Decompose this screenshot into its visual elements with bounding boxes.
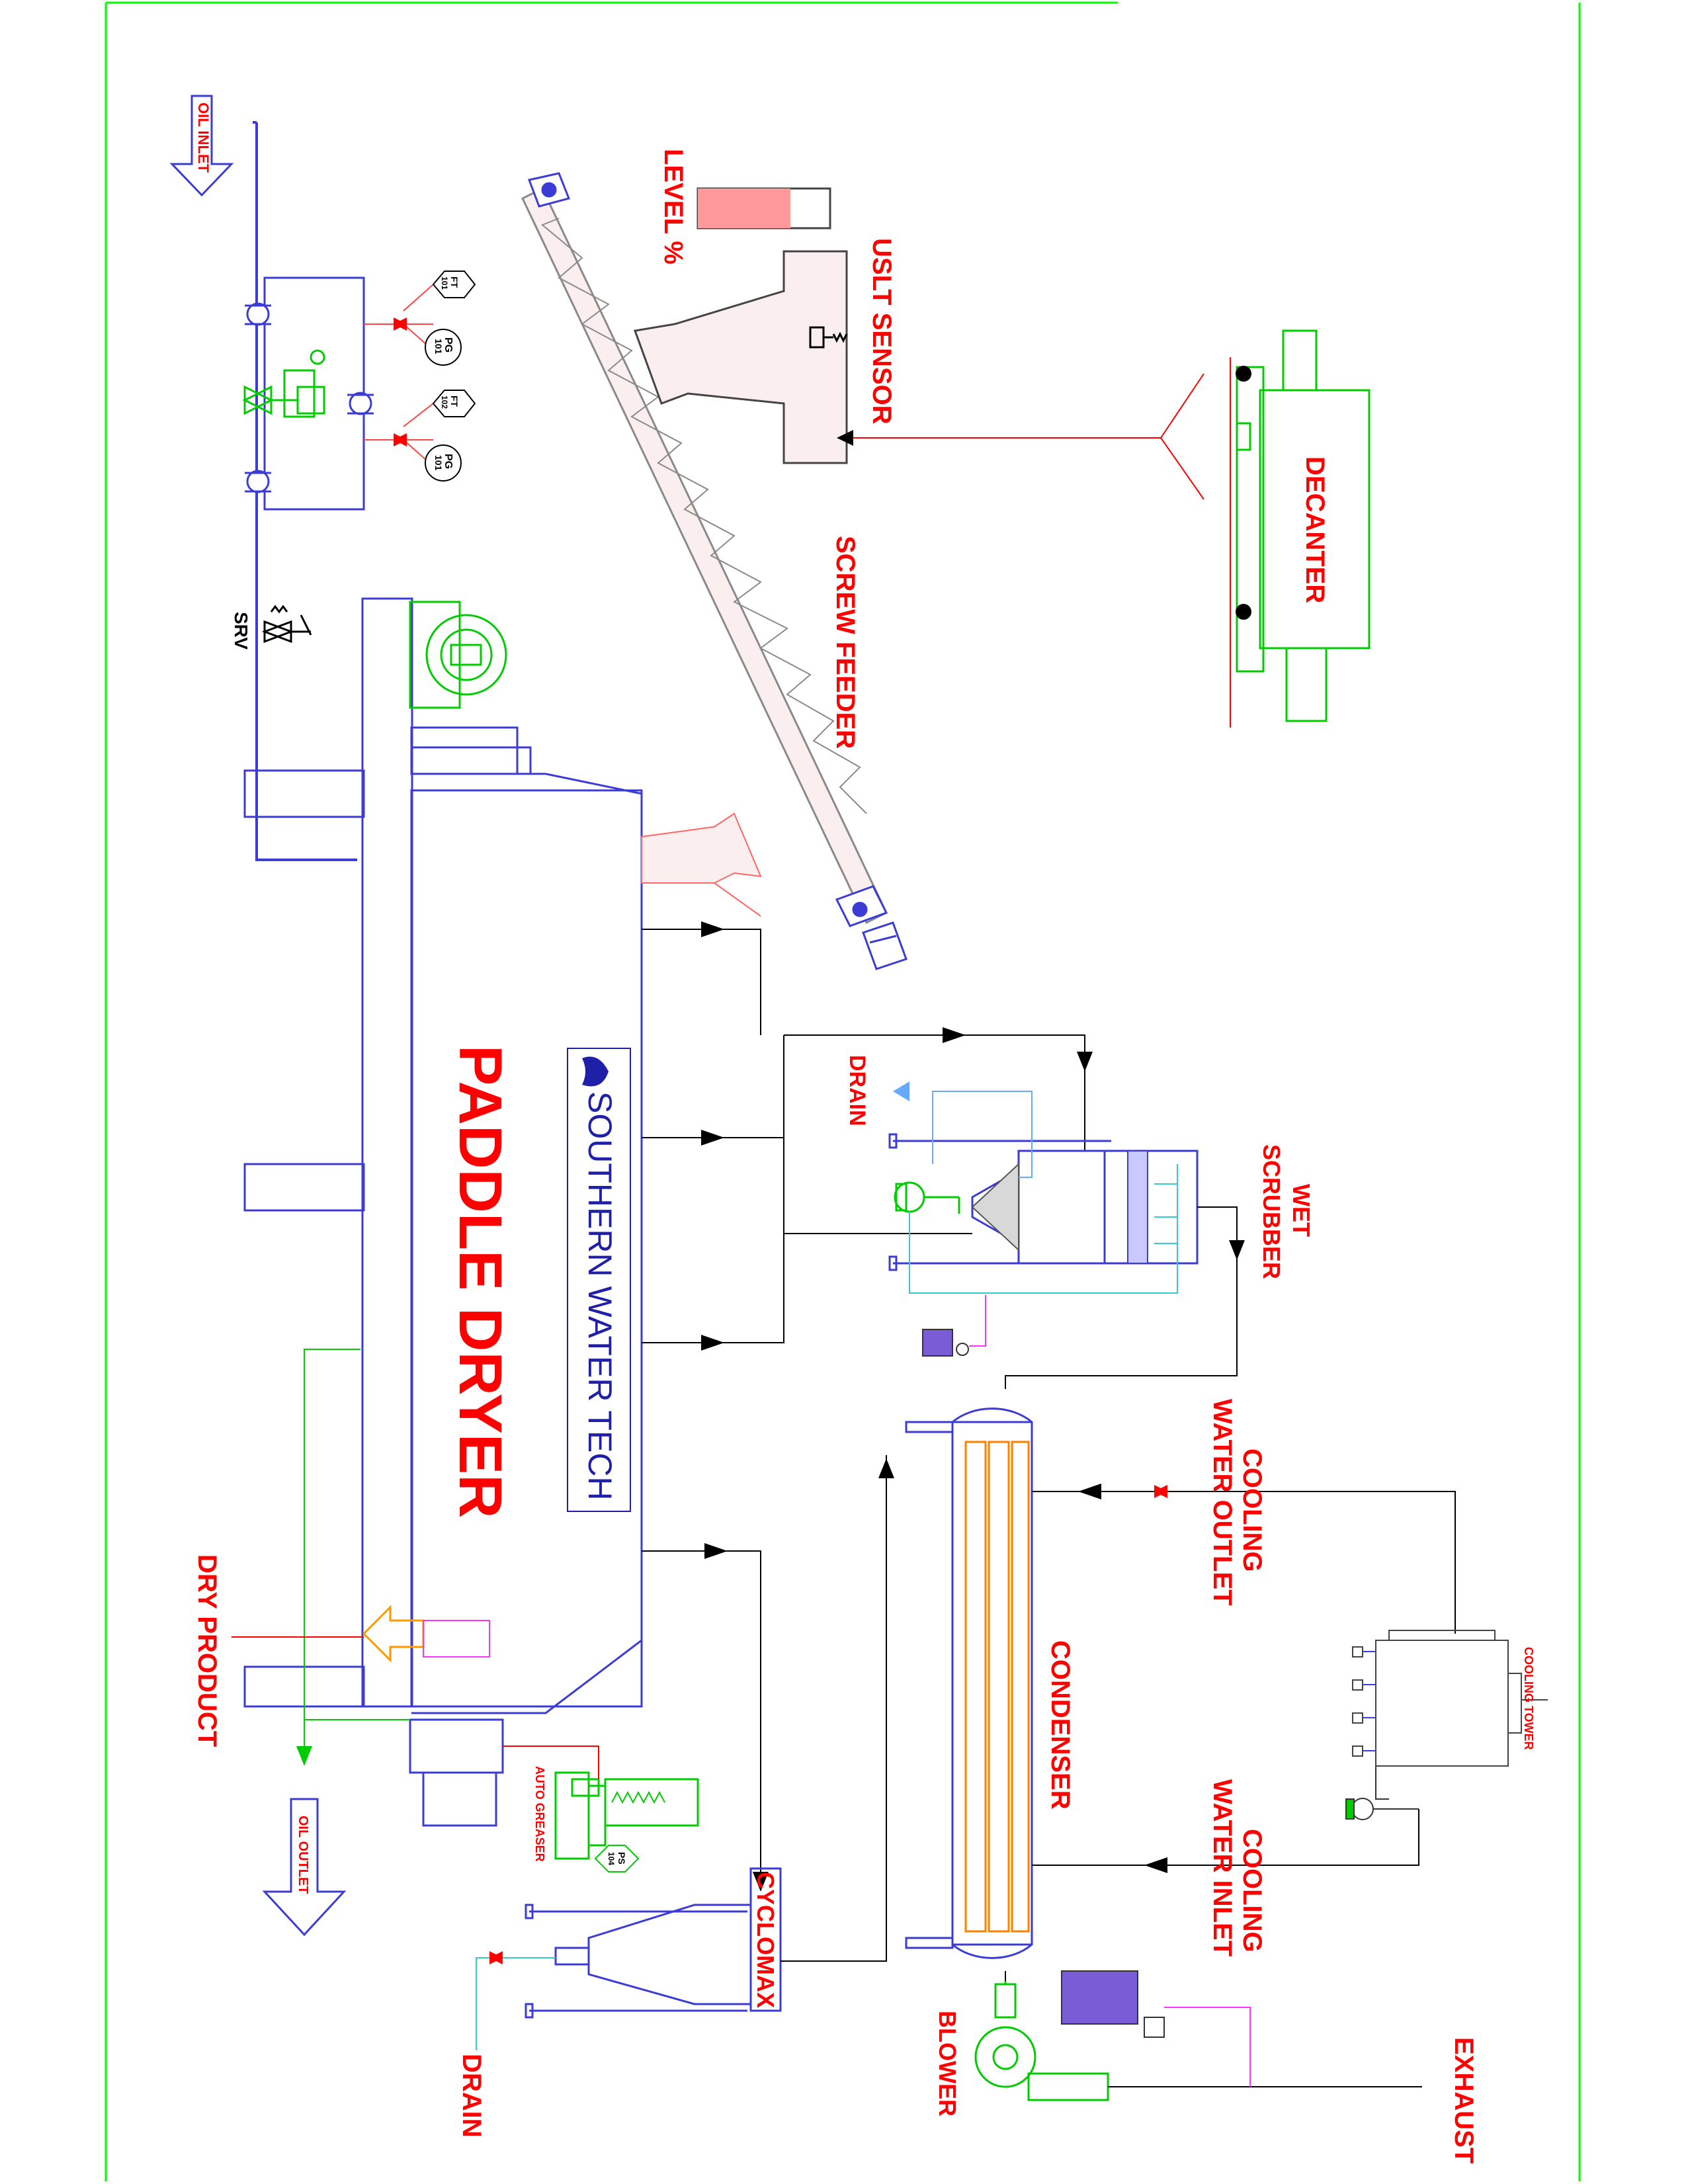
uslt-sensor-icon: [809, 326, 848, 349]
instrument-branch-1: [364, 284, 434, 351]
cooling-water-pump: [1345, 1766, 1419, 1820]
instrument-branch-2: [364, 403, 434, 467]
svg-text:FT: FT: [449, 396, 460, 407]
screw-feeder: [521, 187, 888, 925]
cyclomax-outlet-arrow: [878, 1458, 894, 1478]
oil-outlet-arrow: [262, 1798, 347, 1937]
ps-104-tag: PS 104: [594, 1845, 640, 1872]
condenser-coils: [964, 1441, 1030, 1933]
blower-motor-tank: [1061, 1970, 1165, 2038]
exhaust-line: [1005, 1971, 1422, 2087]
decanter-label: DECANTER: [1300, 456, 1329, 603]
cooling-inlet-label-2: WATER INLET: [1208, 1779, 1237, 1956]
scrubber-packing: [1127, 1150, 1148, 1264]
screw-feeder-top-drive: [527, 172, 571, 208]
cyclone-drain-line: [476, 1957, 556, 2050]
cooling-tower-label: COOLING TOWER: [1522, 1647, 1535, 1750]
ft-102-tag: FT 102: [432, 390, 476, 417]
cyclomax: [525, 1867, 782, 2019]
scrubber-pump: [894, 1181, 960, 1214]
srv-label: SRV: [231, 612, 251, 650]
dry-product-outlet: [362, 1605, 425, 1663]
brand-name: SOUTHERN WATER TECH: [581, 1091, 618, 1501]
scrubber-outlet-arrow: [1229, 1240, 1245, 1260]
dryer-feed-inlet: [641, 812, 762, 917]
pg-101-tag-2: PG 101: [425, 444, 462, 482]
dry-product-label: DRY PRODUCT: [192, 1554, 222, 1747]
paddle-dryer: [243, 597, 643, 1827]
blower-dosing-line: [1164, 2007, 1251, 2087]
screw-feeder-label: SCREW FEEDER: [831, 536, 860, 749]
screw-feeder-motor: [835, 885, 907, 970]
isolation-valve-icon: [394, 317, 407, 446]
auto-greaser-label: AUTO GREASER: [533, 1766, 546, 1862]
feed-hopper: [633, 250, 848, 464]
pg-101-tag: PG 101: [425, 329, 462, 366]
control-valve: [242, 349, 325, 418]
svg-text:PG: PG: [443, 454, 454, 469]
dryer-heat-line: [304, 1349, 410, 1753]
svg-text:FT: FT: [449, 276, 460, 288]
scrubber-drain-line: [932, 1091, 1033, 1178]
cooling-inlet-label-1: COOLING: [1238, 1829, 1267, 1953]
cyclone-drain-valve: [489, 1951, 503, 1964]
cyclomax-label: CYCLOMAX: [752, 1872, 779, 2008]
level-indicator: [696, 187, 831, 230]
decanter-bearing-bottom: [1236, 604, 1251, 620]
paddle-dryer-label: PADDLE DRYER: [446, 1045, 514, 1519]
greaser-line: [503, 1745, 599, 1779]
cooling-tower: [1352, 1630, 1548, 1767]
svg-text:PG: PG: [443, 337, 454, 353]
condenser-label: CONDENSER: [1046, 1640, 1075, 1810]
uslt-sensor-label: USLT SENSOR: [867, 238, 896, 425]
oil-outlet-label: OIL OUTLET: [296, 1816, 310, 1894]
svg-text:102: 102: [440, 396, 449, 409]
decanter-bearing-top: [1236, 366, 1251, 382]
brand-badge: [567, 1048, 631, 1512]
cooling-outlet-label-2: WATER OUTLET: [1208, 1399, 1237, 1606]
flow-arrows: [701, 921, 1093, 1892]
condenser: [905, 1407, 1033, 1959]
dryer-drive-motor: [409, 601, 507, 709]
inline-valves: [245, 302, 374, 493]
oil-outlet-arrowhead: [296, 1746, 312, 1766]
level-label: LEVEL %: [659, 149, 688, 265]
oil-inlet-label: OIL INLET: [195, 103, 212, 173]
svg-text:101: 101: [433, 455, 444, 471]
svg-text:PS: PS: [616, 1852, 627, 1865]
decanter-feed-arrow: [837, 430, 853, 446]
cooling-outlet-valve: [1154, 1485, 1167, 1498]
blower-label: BLOWER: [934, 2011, 961, 2117]
ft-101-tag: FT 101: [432, 271, 476, 298]
scrubber-outlet-line: [1005, 1206, 1238, 1389]
scrubber-label: SCRUBBER: [1258, 1144, 1285, 1279]
scrubber-cone: [971, 1162, 1019, 1252]
oil-inlet-arrow: [169, 95, 234, 197]
svg-text:101: 101: [440, 276, 449, 290]
wet-scrubber: [888, 1133, 1199, 1271]
dry-product-chute: [423, 1620, 490, 1658]
cyclomax-outlet-line: [781, 1455, 887, 1962]
decanter-feed-line: [840, 373, 1204, 500]
svg-text:104: 104: [607, 1852, 616, 1865]
cyclone-drain-label: DRAIN: [457, 2054, 486, 2138]
scrubber-drain-arrow: [893, 1081, 909, 1101]
cooling-water-arrows: [1078, 1484, 1167, 1873]
dosing-tank: [922, 1295, 986, 1357]
svg-text:101: 101: [433, 339, 444, 355]
exhaust-label: EXHAUST: [1449, 2037, 1478, 2163]
safety-relief-valve: [261, 605, 312, 644]
cooling-outlet-label-1: COOLING: [1238, 1449, 1267, 1572]
wet-label: WET: [1288, 1184, 1315, 1237]
greaser-coil: [611, 1790, 665, 1804]
scrubber-drain-label: DRAIN: [845, 1055, 870, 1126]
vapour-lines: [642, 929, 1085, 1885]
cooling-tower-pipes: [1363, 1651, 1376, 1751]
page-border: [105, 1, 1581, 2181]
decanter: [1236, 329, 1371, 722]
scrubber-recirc-line: [909, 1164, 1178, 1294]
auto-greaser: [554, 1771, 699, 1860]
